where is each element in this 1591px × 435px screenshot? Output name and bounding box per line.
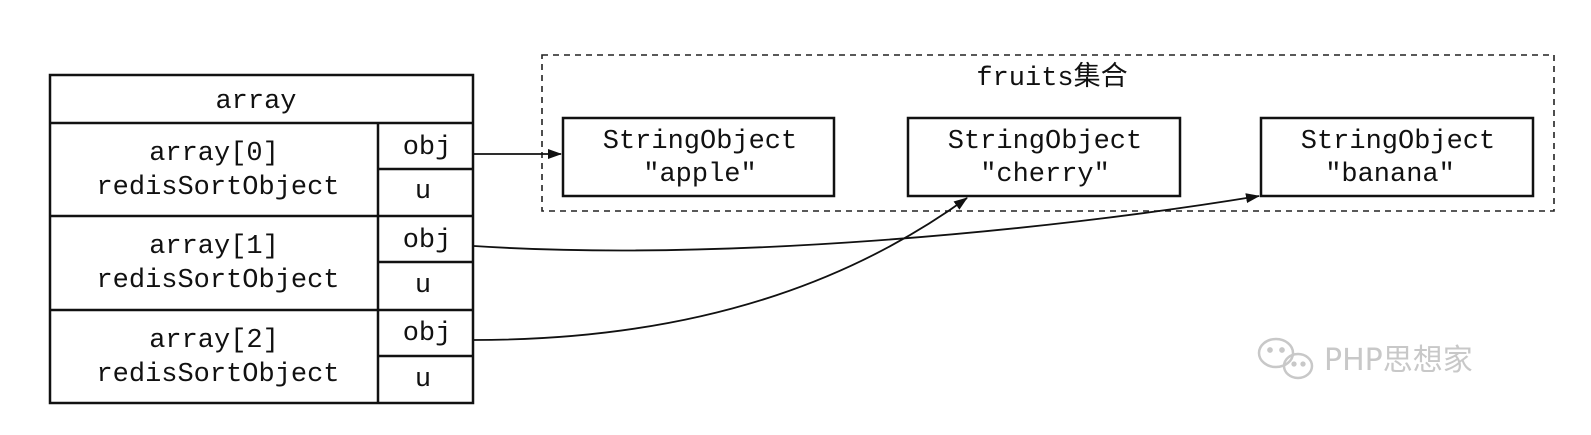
array-row-2-u-field: u <box>415 365 431 395</box>
array-row-1-index: array[1] <box>149 232 279 262</box>
array-row-2-obj-field: obj <box>403 319 452 349</box>
set-container <box>541 54 1555 212</box>
array-row-2-type: redisSortObject <box>96 360 339 390</box>
array-row-1-u-field: u <box>415 271 431 301</box>
array-table <box>48 73 475 405</box>
pointer-arrow-row2-to-cherry <box>473 197 968 341</box>
watermark: PHP思想家 <box>1257 337 1473 380</box>
banana-type: StringObject <box>1301 127 1495 157</box>
array-row-0-u-field: u <box>415 177 431 207</box>
cherry-value: "cherry" <box>980 160 1110 190</box>
array-row-1-obj-field: obj <box>403 226 452 256</box>
apple-type: StringObject <box>603 127 797 157</box>
string-object-banana <box>1259 116 1535 198</box>
watermark-text: PHP思想家 <box>1324 343 1473 378</box>
pointer-arrow-row1-to-banana <box>473 193 1260 252</box>
array-row-1-type: redisSortObject <box>96 266 339 296</box>
cherry-type: StringObject <box>948 127 1142 157</box>
array-row-2-index: array[2] <box>149 326 279 356</box>
array-row-0-index: array[0] <box>149 139 279 169</box>
array-table-border <box>48 73 475 405</box>
set-title: fruits集合 <box>976 61 1127 94</box>
array-row-0-obj-field: obj <box>403 133 452 163</box>
string-object-cherry <box>906 116 1182 198</box>
wechat-icon <box>1257 337 1314 380</box>
array-header: array <box>215 87 296 117</box>
apple-value: "apple" <box>643 160 756 190</box>
banana-value: "banana" <box>1325 160 1455 190</box>
array-row-0-type: redisSortObject <box>96 173 339 203</box>
string-object-apple <box>561 116 836 198</box>
